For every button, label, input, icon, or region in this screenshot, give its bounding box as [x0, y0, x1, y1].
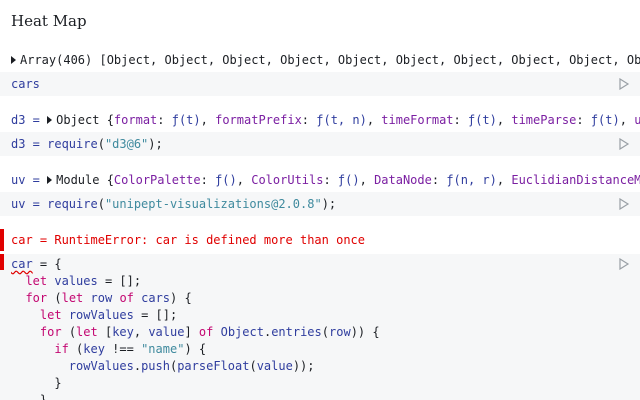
error-marker [0, 229, 4, 251]
run-cell-icon[interactable] [618, 198, 630, 210]
prop-val: ƒ(n, r) [446, 173, 497, 187]
d3-output[interactable]: d3 = Object {format: ƒ(t), formatPrefix:… [0, 108, 640, 132]
require-arg: "unipept-visualizations@2.0.8" [104, 197, 322, 211]
prop-key: utcFormat [634, 113, 640, 127]
run-cell-icon[interactable] [618, 258, 630, 270]
require-arg: "d3@6" [104, 137, 149, 151]
prop-val: ƒ(t) [590, 113, 620, 127]
require-fn: require [47, 197, 98, 211]
prop-key: formatPrefix [215, 113, 302, 127]
page-title: Heat Map [11, 12, 87, 30]
uv-input-lhs: uv = [11, 197, 48, 211]
prop-key: ColorUtils [251, 173, 324, 187]
run-cell-icon[interactable] [618, 78, 630, 90]
cars-output[interactable]: Array(406) [Object, Object, Object, Obje… [0, 48, 640, 72]
code-line[interactable]: } [11, 393, 48, 400]
cars-cell-input[interactable]: cars [0, 72, 640, 96]
prop-key: timeParse [511, 113, 577, 127]
code-line[interactable]: if (key !== "name") { [54, 342, 207, 356]
d3-cell-input[interactable]: d3 = require("d3@6"); [0, 132, 640, 156]
code-line[interactable]: car = { [11, 257, 62, 271]
require-fn: require [47, 137, 98, 151]
d3-output-obj: Object { [56, 113, 114, 127]
prop-key: EuclidianDistanceMetric [511, 173, 640, 187]
prop-val: ƒ() [215, 173, 237, 187]
cars-identifier: cars [11, 77, 40, 91]
d3-output-lhs: d3 = [11, 113, 48, 127]
prop-key: timeFormat [381, 113, 454, 127]
prop-val: ƒ(t) [171, 113, 201, 127]
code-line[interactable]: for (let [key, value] of Object.entries(… [39, 325, 380, 339]
uv-output[interactable]: uv = Module {ColorPalette: ƒ(), ColorUti… [0, 168, 640, 192]
prop-val: ƒ() [337, 173, 360, 187]
uv-cell-input[interactable]: uv = require("unipept-visualizations@2.0… [0, 192, 640, 216]
prop-val: ƒ(t, n) [316, 113, 367, 127]
prop-key: format [113, 113, 158, 127]
prop-key: DataNode [374, 173, 432, 187]
prop-key: ColorPalette [113, 173, 201, 187]
code-line[interactable]: rowValues.push(parseFloat(value)); [68, 359, 315, 373]
code-line[interactable]: for (let row of cars) { [25, 291, 192, 305]
expand-triangle-icon[interactable] [11, 56, 16, 64]
array-items: Object, Object, Object, Object, Object, … [106, 53, 640, 67]
code-line[interactable]: let rowValues = []; [39, 308, 178, 322]
code-line[interactable]: let values = []; [25, 274, 142, 288]
car-error-output: car = RuntimeError: car is defined more … [11, 233, 366, 247]
run-cell-icon[interactable] [618, 138, 630, 150]
array-prefix: Array(406) [ [20, 53, 107, 67]
d3-input-lhs: d3 = [11, 137, 48, 151]
code-line[interactable]: } [11, 376, 62, 390]
prop-val: ƒ(t) [467, 113, 497, 127]
error-marker [0, 254, 4, 270]
uv-output-obj: Module { [56, 173, 114, 187]
expand-triangle-icon[interactable] [47, 116, 53, 124]
expand-triangle-icon[interactable] [47, 176, 53, 184]
uv-output-lhs: uv = [11, 173, 48, 187]
car-cell-input[interactable] [0, 254, 640, 400]
